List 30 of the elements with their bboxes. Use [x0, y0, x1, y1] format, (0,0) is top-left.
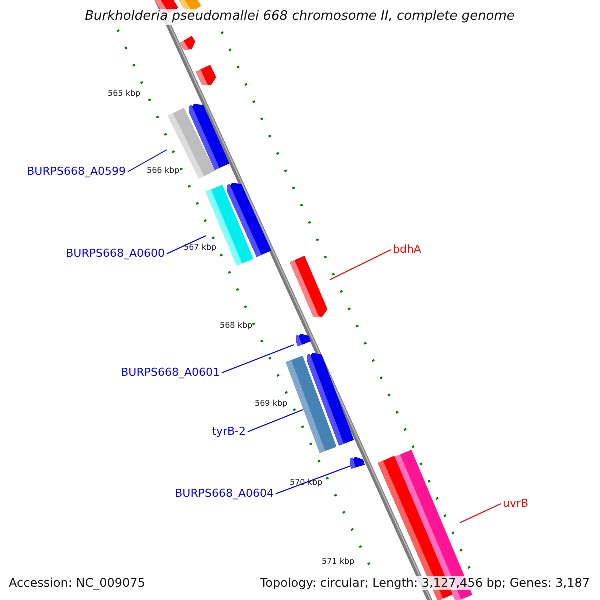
tick-label: 571 kbp — [322, 557, 355, 567]
gene-feature — [350, 457, 365, 469]
footer-text: Accession: NC_009075 — [9, 576, 146, 590]
gene-feature — [168, 108, 216, 179]
gene-feature — [286, 356, 336, 454]
gene-feature — [196, 64, 216, 85]
gene-feature — [180, 36, 196, 50]
gene-label: tyrB-2 — [212, 425, 246, 438]
leader-line — [248, 410, 304, 432]
leader-line — [166, 236, 206, 254]
gene-label: BURPS668_A0604 — [175, 487, 274, 500]
gene-label: uvrB — [503, 497, 529, 510]
tick-label: 570 kbp — [290, 478, 323, 488]
gene-feature — [296, 334, 312, 347]
tick-label: 569 kbp — [255, 399, 288, 409]
gene-label: bdhA — [393, 243, 422, 256]
tick-label: 568 kbp — [220, 321, 253, 331]
leader-line — [460, 504, 502, 524]
leader-line — [276, 466, 352, 494]
gene-label: BURPS668_A0601 — [121, 366, 220, 379]
gene-label: BURPS668_A0600 — [66, 247, 165, 260]
leader-line — [128, 150, 168, 172]
tick-label: 565 kbp — [108, 89, 141, 99]
footer-text: Topology: circular; Length: 3,127,456 bp; Genes: 3,187 — [260, 576, 590, 590]
leader-line — [222, 344, 294, 374]
gene-feature — [290, 256, 328, 317]
tick-label: 567 kbp — [184, 243, 217, 253]
tick-label: 566 kbp — [147, 166, 180, 176]
leader-line — [330, 250, 392, 280]
gene-label: BURPS668_A0599 — [27, 165, 126, 178]
